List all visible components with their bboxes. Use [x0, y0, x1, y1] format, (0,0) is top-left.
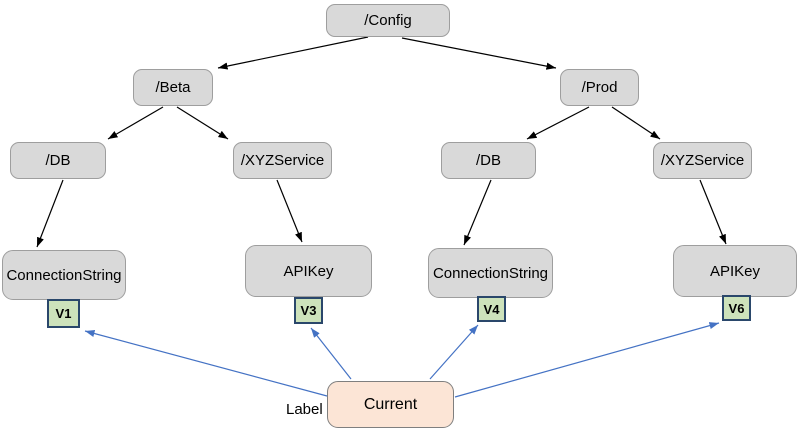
- edge-db-to-connectionstring-beta: [36, 179, 64, 248]
- current-label-node: Current: [327, 381, 454, 428]
- edge-beta-to-xyzservice: [176, 106, 229, 140]
- edge-db-to-connectionstring-prod: [463, 179, 492, 246]
- version-badge-v1: V1: [47, 299, 80, 328]
- node-connectionstring-beta: ConnectionString: [2, 250, 126, 300]
- node-db-prod: /DB: [441, 142, 536, 179]
- edge-config-to-beta: [217, 36, 369, 70]
- pointer-current-to-v6: [454, 322, 720, 398]
- pointer-current-to-v1: [84, 330, 328, 397]
- edge-xyzservice-to-apikey-beta: [276, 179, 303, 243]
- node-config: /Config: [326, 4, 450, 37]
- node-xyzservice-prod: /XYZService: [653, 142, 752, 179]
- edge-prod-to-xyzservice: [611, 106, 661, 140]
- node-xyzservice-beta: /XYZService: [233, 142, 332, 179]
- version-badge-v6: V6: [722, 295, 751, 321]
- node-prod: /Prod: [560, 69, 639, 106]
- edge-xyzservice-to-apikey-prod: [699, 179, 727, 245]
- version-badge-v4: V4: [477, 296, 506, 322]
- node-apikey-beta: APIKey: [245, 245, 372, 297]
- node-db-beta: /DB: [10, 142, 106, 179]
- pointer-current-to-v4: [429, 324, 479, 380]
- pointer-current-to-v3: [310, 327, 352, 380]
- edge-config-to-prod: [401, 37, 557, 70]
- version-badge-v3: V3: [294, 297, 323, 324]
- label-annotation: Label: [286, 401, 323, 418]
- node-apikey-prod: APIKey: [673, 245, 797, 297]
- edge-prod-to-db: [526, 106, 590, 140]
- edge-beta-to-db: [107, 106, 164, 140]
- node-connectionstring-prod: ConnectionString: [428, 248, 553, 298]
- node-beta: /Beta: [133, 69, 213, 106]
